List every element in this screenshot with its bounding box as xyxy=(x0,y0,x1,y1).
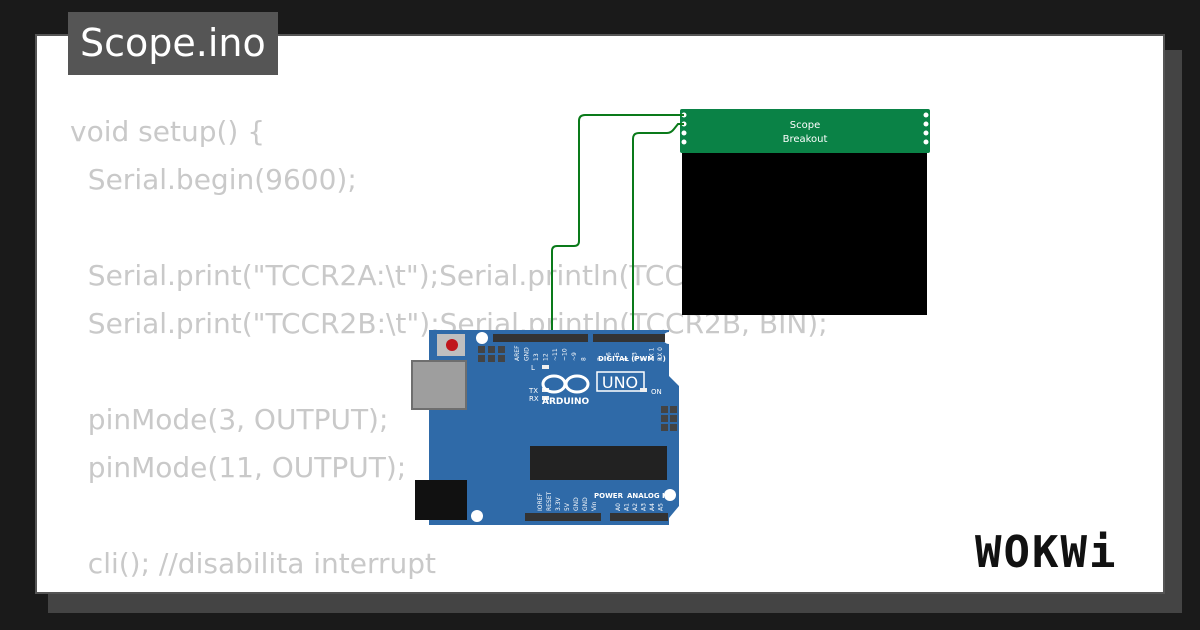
wires xyxy=(551,114,684,338)
pin-label-analog: A1 xyxy=(624,503,631,511)
pin-label-power: 3.3V xyxy=(555,496,562,511)
digital-header-right xyxy=(593,334,665,342)
power-header xyxy=(525,513,601,521)
uno-box xyxy=(596,371,645,392)
pin-label-digital: ~3 xyxy=(631,352,638,361)
power-label: POWER xyxy=(594,492,624,500)
pin-label-digital: 13 xyxy=(533,353,540,361)
circuit-diagram: Scope Breakout xyxy=(411,109,930,525)
microcontroller-chip xyxy=(530,446,667,480)
pin-label-power: GND xyxy=(573,497,580,511)
mounting-hole xyxy=(476,332,488,344)
digital-header-left xyxy=(493,334,588,342)
reset-button[interactable] xyxy=(446,339,458,351)
pin-label-digital: AREF xyxy=(514,345,521,361)
arduino-uno-board[interactable]: DIGITAL (PWM ~) L TX RX UNO ARDUINO ON P… xyxy=(411,330,679,525)
pin-label-analog: A3 xyxy=(641,503,648,511)
pin-label-digital: RX 0 xyxy=(657,347,664,361)
pin-label-digital: 4 xyxy=(623,357,630,361)
pin-label-digital: 12 xyxy=(543,353,550,361)
pin-label-analog: A5 xyxy=(658,503,665,511)
scope-breakout[interactable]: Scope Breakout xyxy=(680,109,930,315)
mounting-hole xyxy=(663,332,675,344)
pin-label-analog: A4 xyxy=(649,503,656,511)
led-l-label: L xyxy=(531,364,535,372)
pin-label-digital: ~11 xyxy=(552,348,559,361)
pin-label-power: GND xyxy=(582,497,589,511)
code-line: void setup() { xyxy=(70,115,266,148)
power-jack xyxy=(415,480,467,520)
led-on xyxy=(640,388,647,392)
code-line: pinMode(11, OUTPUT); xyxy=(70,451,407,484)
mounting-hole xyxy=(664,489,676,501)
pin-label-analog: A0 xyxy=(615,503,622,511)
arduino-infinity-logo xyxy=(541,374,590,394)
wire-pin11 xyxy=(551,114,684,338)
pin-label-digital: TX 1 xyxy=(649,347,656,362)
code-line: Serial.begin(9600); xyxy=(70,163,357,196)
uno-label: UNO xyxy=(602,373,638,392)
code-line: cli(); //disabilita interrupt xyxy=(70,547,437,580)
scope-label-line1: Scope xyxy=(790,120,820,131)
pin-label-power: RESET xyxy=(546,491,553,511)
scope-display xyxy=(682,153,927,315)
file-title-tab: Scope.ino xyxy=(68,12,278,75)
pin-label-digital: ~9 xyxy=(571,352,578,361)
pin-label-power: 5V xyxy=(564,502,571,511)
pin-label-digital: ~6 xyxy=(606,352,613,361)
led-tx-label: TX xyxy=(528,387,538,395)
pin-label-digital: 2 xyxy=(640,357,647,361)
pin-label-digital: ~10 xyxy=(562,348,569,361)
wire-pin3 xyxy=(632,123,684,338)
scope-label-line2: Breakout xyxy=(783,134,828,145)
pin-label-power: IOREF xyxy=(537,493,544,511)
led-l xyxy=(542,365,549,369)
code-line: pinMode(3, OUTPUT); xyxy=(70,403,389,436)
led-rx-label: RX xyxy=(529,395,539,403)
icsp-header-top xyxy=(478,346,505,362)
pin-label-power: Vin xyxy=(591,501,598,511)
analog-header xyxy=(610,513,668,521)
led-on-label: ON xyxy=(651,388,662,396)
pin-label-digital: GND xyxy=(524,347,531,361)
analog-label: ANALOG IN xyxy=(627,492,671,500)
mounting-hole xyxy=(471,510,483,522)
pin-label-digital: 7 xyxy=(597,357,604,361)
digital-label: DIGITAL (PWM ~) xyxy=(598,355,666,363)
pin-label-digital: ~5 xyxy=(614,352,621,361)
wokwi-logo: WOKWi xyxy=(975,527,1118,578)
led-rx xyxy=(542,396,549,400)
scope-header-bar xyxy=(680,109,930,153)
pin-label-digital: 8 xyxy=(581,357,588,361)
usb-port xyxy=(411,360,467,410)
pin-label-analog: A2 xyxy=(632,503,639,511)
scope-pins-right xyxy=(923,112,929,145)
icsp-header-right xyxy=(661,406,677,431)
project-preview-card: void setup() { Serial.begin(9600); Seria… xyxy=(35,34,1165,594)
arduino-brand-label: ARDUINO xyxy=(542,397,590,407)
